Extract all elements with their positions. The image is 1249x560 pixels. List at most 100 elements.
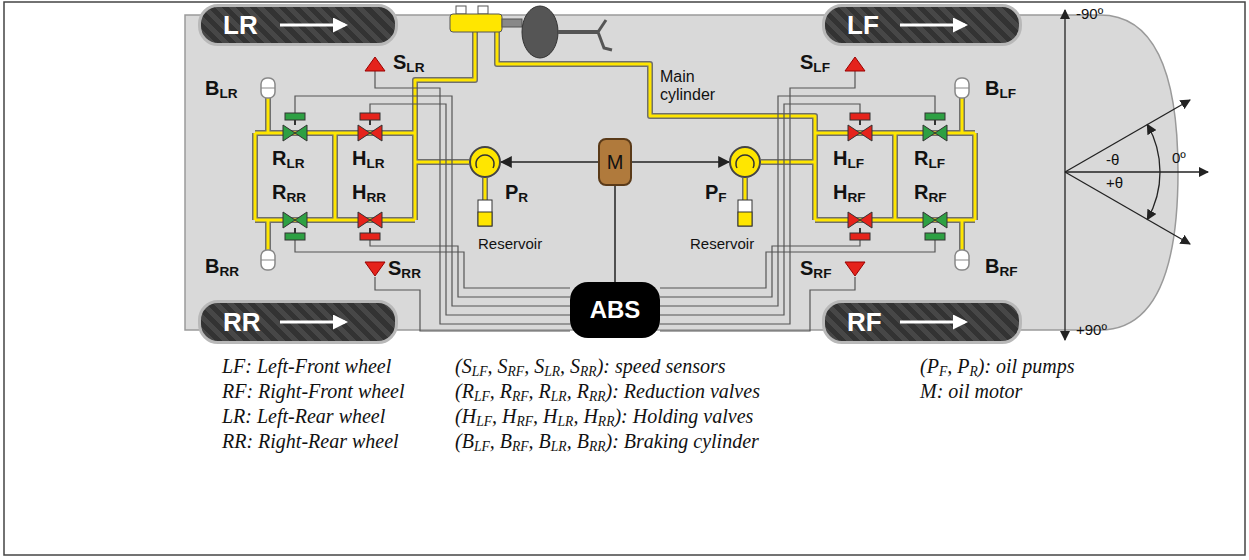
subscript: F	[939, 364, 947, 379]
part-label: BLR	[205, 78, 238, 101]
subscript: RF	[928, 190, 946, 205]
valve-symbol	[923, 212, 947, 240]
valve-stem	[859, 120, 861, 125]
brake-line	[974, 133, 977, 220]
part-label: RRF	[914, 182, 947, 205]
node-label: LF	[847, 12, 879, 38]
valve-stem	[369, 228, 371, 233]
speed-sensor	[365, 57, 385, 71]
subscript: RF	[813, 266, 831, 281]
brake-line-outline	[412, 133, 418, 220]
valve-stem	[294, 228, 296, 233]
subscript: LF	[928, 156, 945, 171]
brake-line	[744, 178, 747, 200]
key-entry: (SLF, SRF, SLR, SRR): speed sensors	[455, 356, 726, 379]
oil-pump: PF	[729, 146, 761, 178]
subscript: RR	[401, 266, 421, 281]
part-label: HLR	[352, 148, 385, 171]
key-entry: LR: Left-Rear wheel	[222, 406, 385, 426]
braking-cylinder	[261, 78, 275, 98]
brake-line-outline	[959, 98, 965, 133]
angle-label: 0º	[1172, 150, 1186, 165]
brake-booster	[522, 6, 558, 58]
brake-line-outline	[265, 98, 271, 133]
key-entry: (HLF, HRF, HLR, HRR): Holding valves	[455, 406, 753, 429]
part-label: RLF	[914, 148, 945, 171]
valve-stem	[934, 120, 936, 125]
subscript: F	[718, 190, 726, 205]
valve-body	[283, 212, 307, 228]
subscript: R	[518, 190, 528, 205]
brake-line	[894, 133, 897, 220]
part-label: SLR	[393, 52, 424, 75]
signal-wire	[660, 71, 855, 324]
subscript: RF	[512, 389, 529, 404]
key-entry: (RLF, RRF, RLR, RRR): Reduction valves	[455, 381, 760, 404]
angle-arc	[1147, 125, 1160, 173]
subscript: RR	[286, 190, 306, 205]
key-entry: LF: Left-Front wheel	[222, 356, 391, 376]
part-label: RRR	[272, 182, 306, 205]
subscript: R	[969, 364, 977, 379]
subscript: LR	[286, 156, 304, 171]
subscript: RF	[512, 439, 529, 454]
angle-ray	[1064, 172, 1065, 340]
valve-stem	[934, 228, 936, 233]
figure-frame	[4, 2, 1245, 555]
subscript: LF	[474, 439, 490, 454]
push-rod	[502, 19, 522, 27]
subscript: RR	[366, 190, 386, 205]
brake-line-outline	[972, 133, 978, 220]
brake-line	[415, 161, 469, 164]
direction-arrow	[900, 24, 965, 27]
valve-body	[848, 125, 872, 141]
subscript: RF	[508, 364, 525, 379]
valve-body	[283, 125, 307, 141]
angle-ray	[1065, 100, 1190, 172]
part-label: SRF	[800, 258, 831, 281]
direction-arrow	[280, 24, 345, 27]
brake-line-outline	[415, 159, 469, 165]
angle-ray	[1065, 172, 1190, 244]
brake-line-outline	[959, 220, 965, 250]
valve-body	[923, 212, 947, 228]
angle-arc	[1147, 172, 1160, 220]
brake-line-outline	[742, 178, 748, 200]
subscript: RF	[516, 414, 533, 429]
valve-symbol	[283, 212, 307, 240]
valve-stem	[859, 228, 861, 233]
key-entry: (BLF, BRF, BLR, BRR): Braking cylinder	[455, 431, 759, 454]
pump-rotor	[736, 155, 754, 168]
valve-actuator	[925, 113, 945, 120]
cylinder-piston	[955, 88, 969, 89]
valve-actuator	[850, 233, 870, 240]
fluid-cap	[478, 6, 488, 14]
angle-ray	[1064, 10, 1065, 172]
reservoir-body	[478, 200, 492, 226]
braking-cylinder	[955, 78, 969, 98]
subscript: LF	[472, 364, 488, 379]
valve-stem	[369, 120, 371, 125]
reservoir-fluid	[738, 212, 752, 226]
brake-line-outline	[252, 133, 258, 220]
brake-line	[414, 133, 417, 220]
reservoir-fluid	[478, 212, 492, 226]
part-label: Reservoir	[478, 236, 542, 251]
brake-line-outline	[265, 220, 271, 250]
braking-cylinder	[261, 250, 275, 270]
direction-arrow	[280, 321, 345, 324]
signal-wire	[370, 104, 570, 315]
pump-rotor	[476, 155, 494, 168]
subscript: RR	[589, 389, 606, 404]
key-entry: RF: Right-Front wheel	[222, 381, 405, 401]
signal-wire	[295, 96, 570, 306]
valve-symbol	[283, 113, 307, 141]
subscript: RR	[598, 414, 615, 429]
brake-line	[415, 32, 475, 133]
signal-wire	[375, 277, 570, 331]
